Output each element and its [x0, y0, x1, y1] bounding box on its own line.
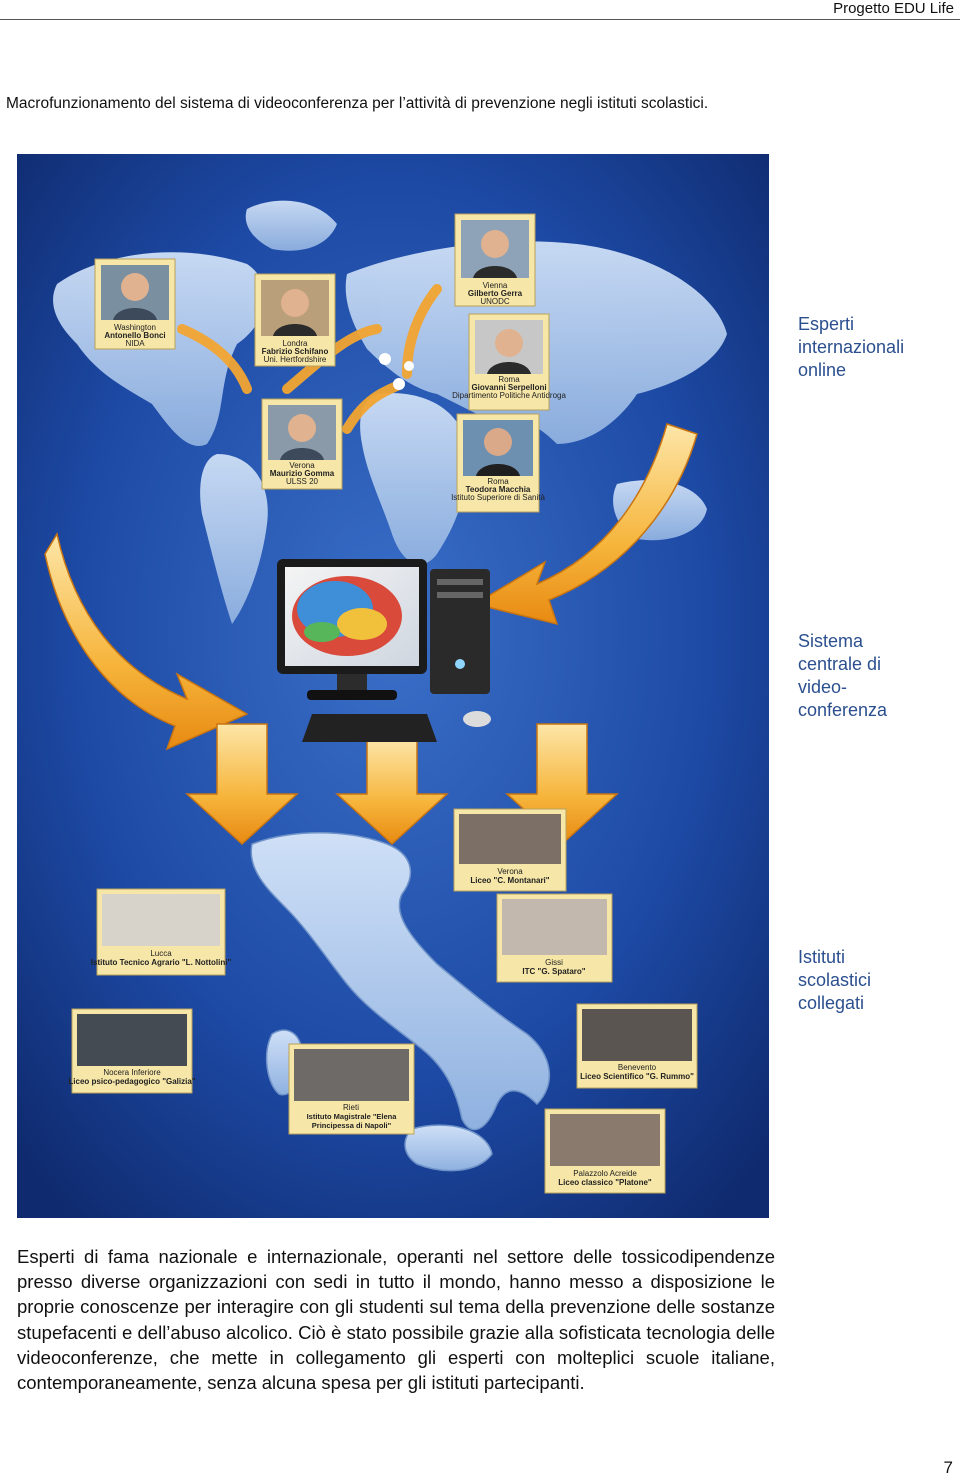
label-schools: Istituti scolastici collegati: [798, 947, 872, 1013]
svg-text:Istituto Tecnico Agrario "L. N: Istituto Tecnico Agrario "L. Nottolini": [91, 958, 232, 967]
body-paragraph: Esperti di fama nazionale e internaziona…: [17, 1246, 775, 1394]
expert-card: Verona Maurizio Gomma ULSS 20: [261, 398, 343, 490]
svg-text:ULSS 20: ULSS 20: [286, 477, 319, 486]
svg-text:Fabrizio Schifano: Fabrizio Schifano: [262, 347, 329, 356]
expert-label-5: Verona: [289, 461, 315, 470]
header-rule: [0, 19, 960, 20]
system-diagram: Washington Antonello Bonci NIDA Londra F…: [17, 154, 769, 1218]
svg-text:Liceo classico "Platone": Liceo classico "Platone": [558, 1178, 652, 1187]
school-card: Palazzolo Acreide Liceo classico "Platon…: [544, 1108, 666, 1194]
school-card: Rieti Istituto Magistrale "Elena Princip…: [288, 1043, 415, 1135]
page-number: 7: [943, 1458, 953, 1477]
svg-text:Teodora Macchia: Teodora Macchia: [466, 485, 531, 494]
school-card: Nocera Inferiore Liceo psico-pedagogico …: [68, 1008, 196, 1094]
figure-caption: Macrofunzionamento del sistema di videoc…: [6, 95, 709, 112]
running-header: Progetto EDU Life: [833, 0, 954, 17]
expert-card: Vienna Gilberto Gerra UNODC: [454, 213, 536, 307]
school-label-6: Rieti: [343, 1103, 359, 1112]
school-label-3: Gissi: [545, 958, 563, 967]
school-card: Benevento Liceo Scientifico "G. Rummo": [576, 1003, 698, 1089]
italy-map: [250, 832, 551, 1172]
expert-card: Washington Antonello Bonci NIDA: [94, 258, 176, 350]
svg-text:Uni. Hertfordshire: Uni. Hertfordshire: [264, 355, 327, 364]
central-computer: [277, 559, 491, 742]
expert-label-3: Vienna: [483, 281, 508, 290]
label-central-system: Sistema centrale di video-conferenza: [798, 631, 888, 720]
expert-card: Roma Teodora Macchia Istituto Superiore …: [451, 413, 545, 513]
expert-label-4: Roma: [498, 375, 520, 384]
svg-text:Istituto Superiore di Sanità: Istituto Superiore di Sanità: [451, 493, 545, 502]
expert-network-dots: [379, 353, 414, 390]
svg-text:Liceo psico-pedagogico "Galizi: Liceo psico-pedagogico "Galizia": [68, 1077, 195, 1086]
svg-text:UNODC: UNODC: [480, 297, 510, 306]
school-card: Gissi ITC "G. Spataro": [496, 893, 613, 983]
school-label-4: Nocera Inferiore: [103, 1068, 161, 1077]
school-card: Verona Liceo "C. Montanari": [453, 808, 567, 892]
svg-text:Gilberto Gerra: Gilberto Gerra: [468, 289, 523, 298]
svg-text:Liceo Scientifico "G. Rummo": Liceo Scientifico "G. Rummo": [580, 1072, 694, 1081]
expert-card: Roma Giovanni Serpelloni Dipartimento Po…: [452, 313, 566, 411]
svg-text:Giovanni Serpelloni: Giovanni Serpelloni: [471, 383, 546, 392]
expert-card: Londra Fabrizio Schifano Uni. Hertfordsh…: [254, 273, 336, 367]
svg-text:NIDA: NIDA: [125, 339, 145, 348]
school-label-1: Verona: [497, 867, 523, 876]
school-label-7: Palazzolo Acreide: [573, 1169, 637, 1178]
svg-text:ITC "G. Spataro": ITC "G. Spataro": [522, 967, 585, 976]
expert-label-1: Washington: [114, 323, 156, 332]
svg-text:Liceo "C. Montanari": Liceo "C. Montanari": [470, 876, 549, 885]
svg-text:Antonello Bonci: Antonello Bonci: [104, 331, 165, 340]
expert-label-6: Roma: [487, 477, 509, 486]
school-card: Lucca Istituto Tecnico Agrario "L. Notto…: [91, 888, 232, 976]
expert-label-2: Londra: [283, 339, 308, 348]
label-experts: Esperti internazionali online: [798, 314, 905, 380]
school-label-5: Benevento: [618, 1063, 657, 1072]
svg-text:Maurizio Gomma: Maurizio Gomma: [270, 469, 335, 478]
school-label-2: Lucca: [150, 949, 172, 958]
svg-text:Dipartimento Politiche Antidro: Dipartimento Politiche Antidroga: [452, 391, 566, 400]
